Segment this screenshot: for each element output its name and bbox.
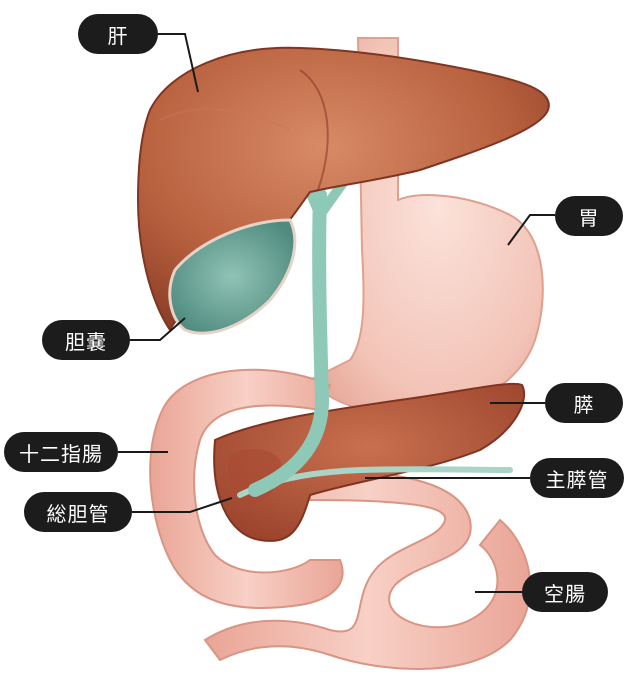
label-common-bile-duct: 総胆管 xyxy=(24,492,132,532)
label-jejunum: 空腸 xyxy=(522,572,608,612)
pancreas-shape xyxy=(214,384,524,541)
label-gallbladder: 胆嚢 xyxy=(42,320,130,360)
label-duodenum: 十二指腸 xyxy=(4,432,118,472)
label-pancreas: 膵 xyxy=(545,383,623,423)
label-liver: 肝 xyxy=(78,14,158,54)
label-stomach: 胃 xyxy=(555,196,623,236)
label-main-pancreatic-duct: 主膵管 xyxy=(530,458,624,498)
